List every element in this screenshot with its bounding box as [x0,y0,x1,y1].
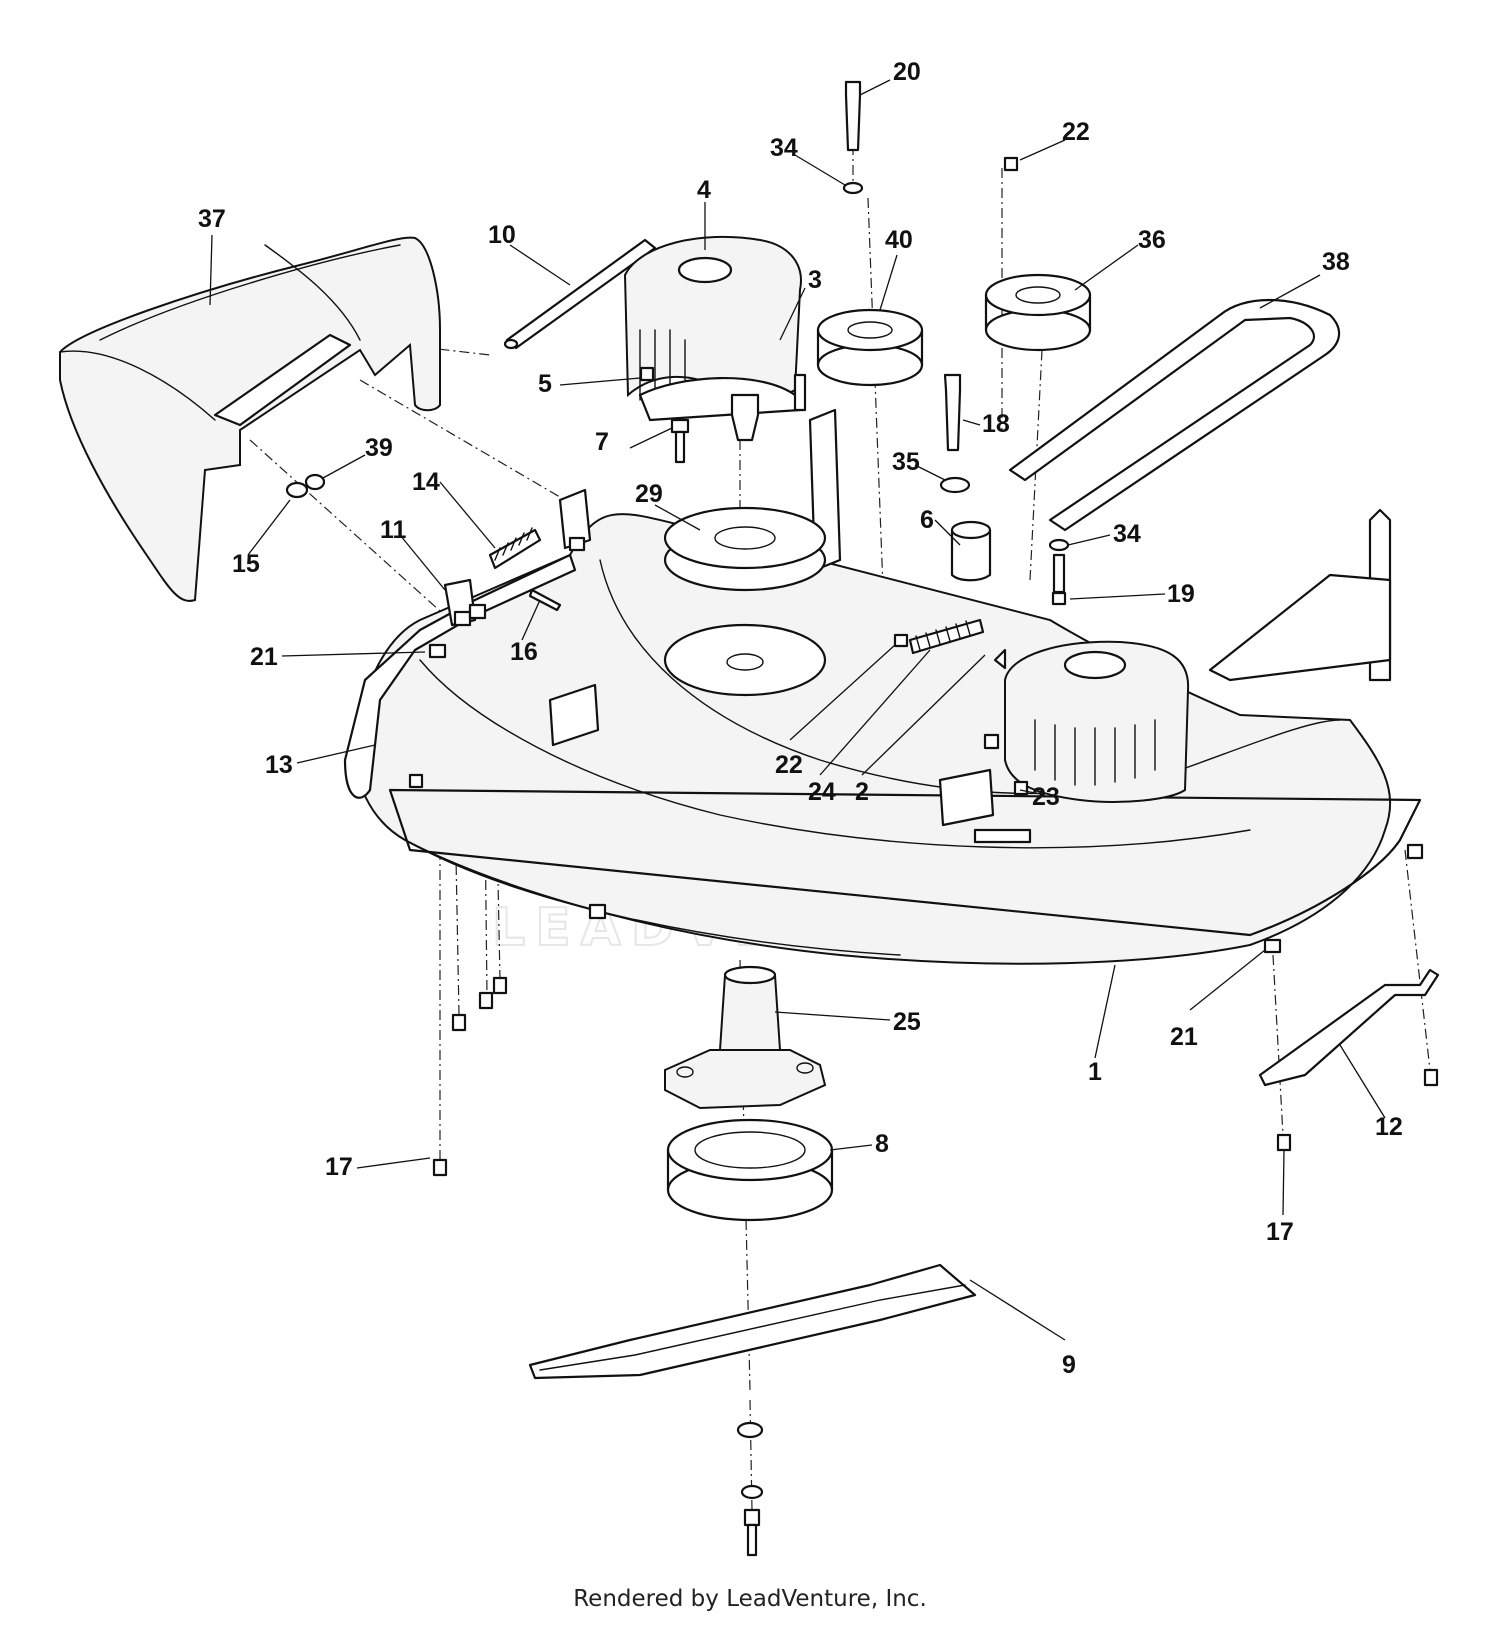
spindle-housing-left [663,623,827,697]
callout-35: 35 [892,448,920,476]
callout-16: 16 [510,638,538,666]
idler-pulley-36 [984,273,1092,352]
rod [503,238,657,350]
callout-25: 25 [893,1008,921,1036]
callout-37: 37 [198,205,226,233]
callout-29: 29 [635,480,663,508]
bolts [842,80,1070,606]
callout-34-right: 34 [1113,520,1141,548]
belt-cover-left [623,235,802,422]
idler-pulley-40 [816,308,924,387]
callout-13: 13 [265,751,293,779]
callout-22-top: 22 [1062,118,1090,146]
callout-18: 18 [982,410,1010,438]
drive-belt [1008,298,1341,532]
blade-hardware [736,1421,764,1557]
footer-credit: Rendered by LeadVenture, Inc. [573,1586,927,1612]
callout-3: 3 [808,266,822,294]
callout-1: 1 [1088,1058,1102,1086]
callout-21-left: 21 [250,643,278,671]
callout-7: 7 [595,428,609,456]
discharge-chute [59,236,441,602]
deck-screws [432,903,1439,1177]
spring-assembly [443,488,592,627]
callout-17-left: 17 [325,1153,353,1181]
callout-19: 19 [1167,580,1195,608]
callout-12: 12 [1375,1113,1403,1141]
callout-labels: 37 10 4 3 5 7 20 34 22 40 36 38 18 35 6 … [198,58,1403,1379]
callout-6: 6 [920,506,934,534]
callout-21-right: 21 [1170,1023,1198,1051]
callout-17-right: 17 [1266,1218,1294,1246]
callout-10: 10 [488,221,516,249]
front-bracket [1258,968,1440,1087]
callout-38: 38 [1322,248,1350,276]
spindle-pulley-29 [663,393,827,592]
callout-4: 4 [697,176,711,204]
callout-9: 9 [1062,1351,1076,1379]
belt-cover-right [1004,640,1190,803]
callout-22-mid: 22 [775,751,803,779]
callout-14: 14 [412,468,440,496]
washers-chute [285,473,326,499]
blade-adapter-ring [666,1118,834,1222]
mower-blade [528,1263,977,1380]
callout-15: 15 [232,550,260,578]
leader-lines [209,79,1386,1341]
blade-spindle [664,965,827,1110]
callout-34-top: 34 [770,134,798,162]
callout-5: 5 [538,370,552,398]
callout-11: 11 [380,516,407,544]
hex-nuts [408,536,1424,954]
callout-23: 23 [1032,783,1060,811]
cover-bolts [639,366,807,464]
callout-20: 20 [893,58,921,86]
callout-8: 8 [875,1130,889,1158]
idler-spring-24 [908,618,1007,670]
deck-brackets [548,683,1032,844]
callout-2: 2 [855,778,869,806]
callout-24: 24 [808,778,836,806]
callout-40: 40 [885,226,913,254]
mower-deck [353,408,1422,965]
callout-36: 36 [1138,226,1166,254]
side-bracket [343,553,577,799]
callout-39: 39 [365,434,393,462]
